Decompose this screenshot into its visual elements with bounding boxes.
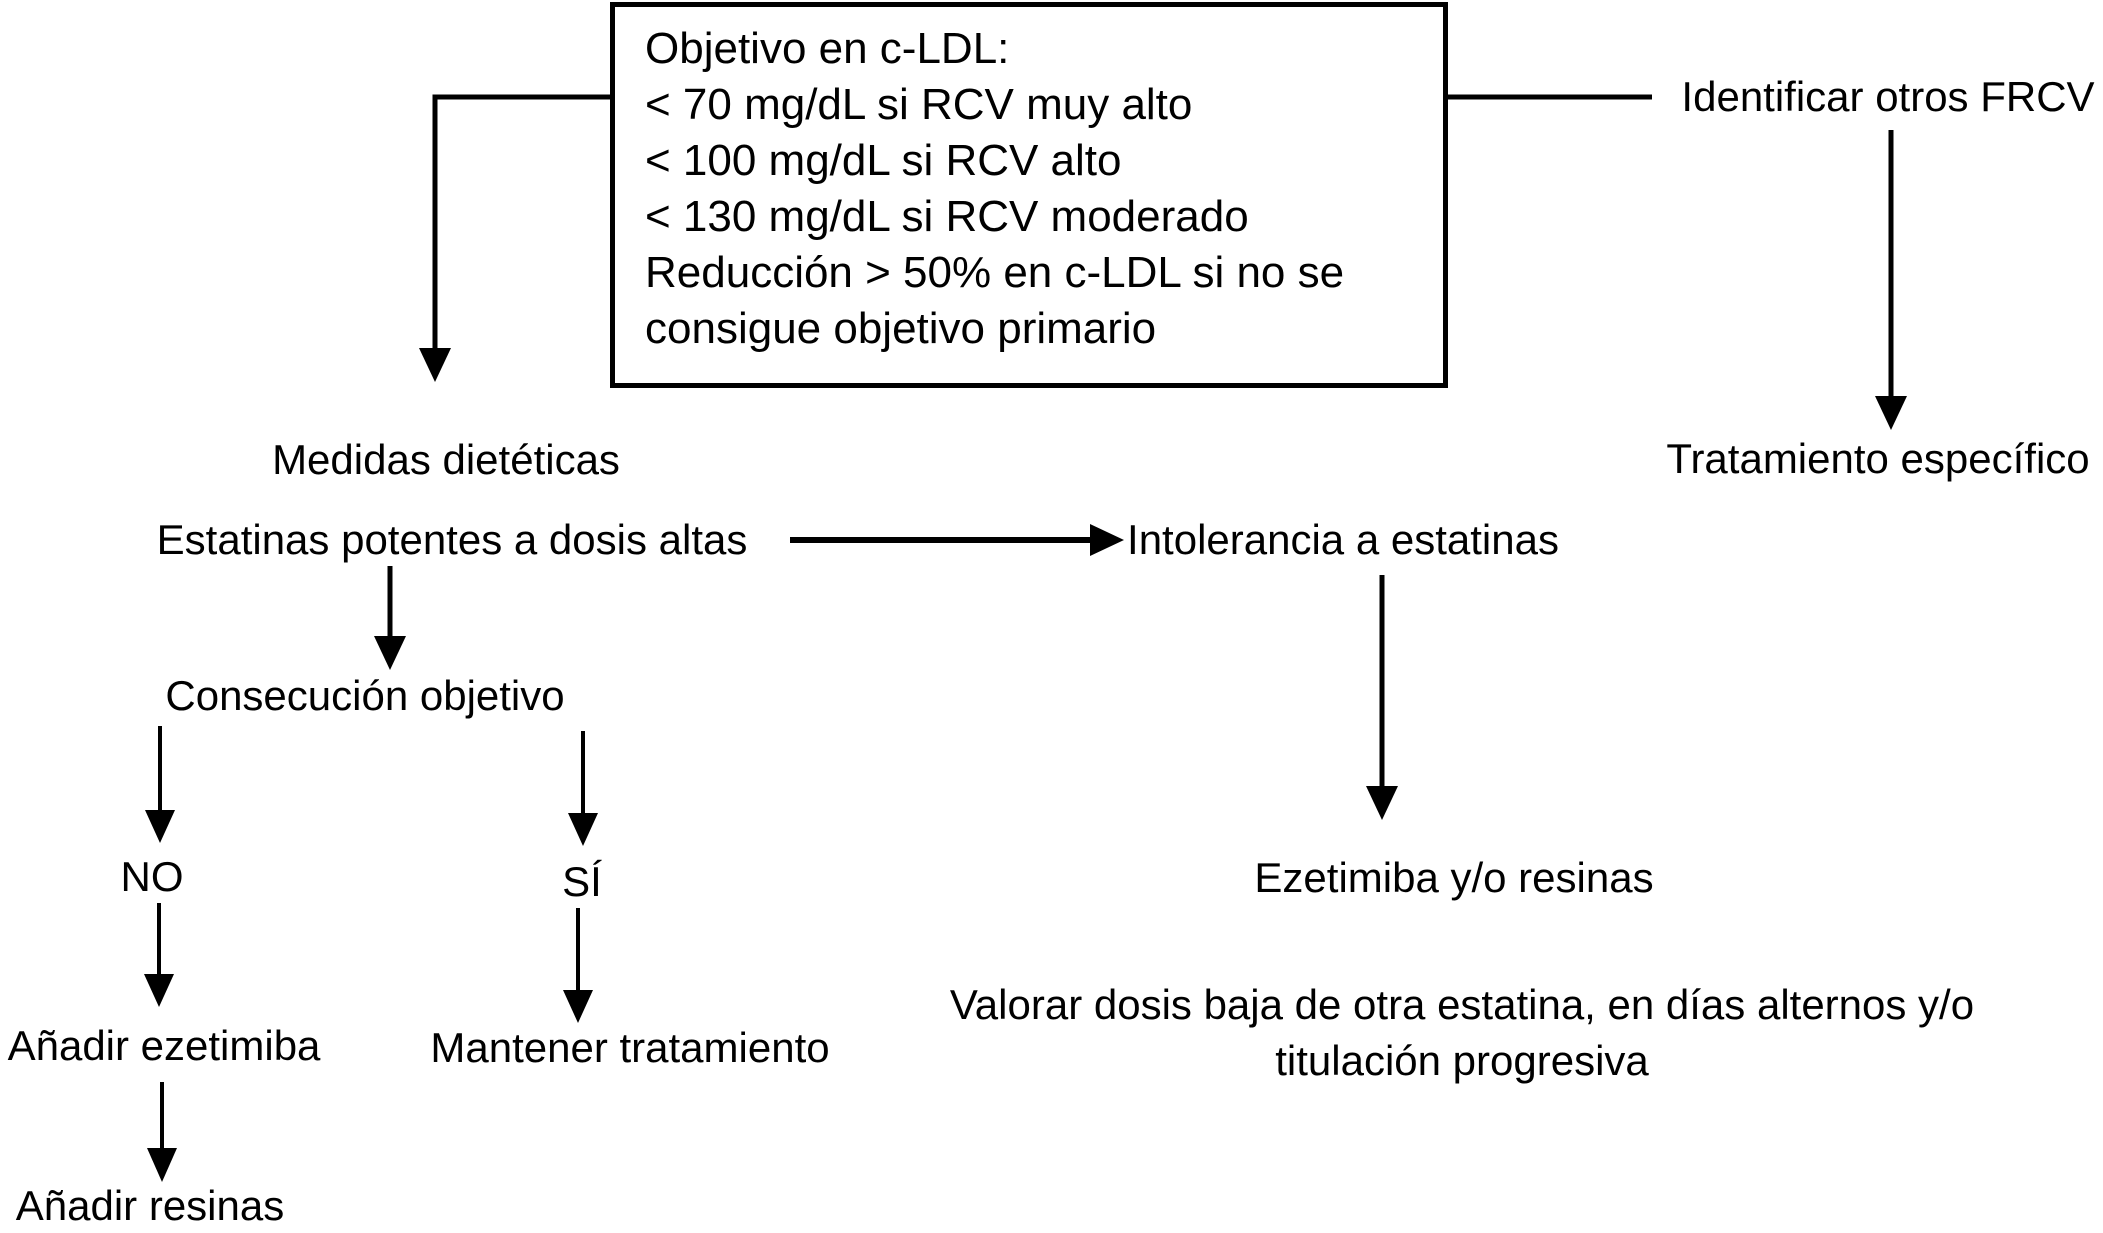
- goal-box-line-5: Reducción > 50% en c-LDL si no se: [645, 248, 1345, 297]
- node-no: NO: [120, 852, 184, 900]
- arrow-estatinas-to-consecucion: [374, 566, 406, 670]
- goal-box-line-6: consigue objetivo primario: [645, 304, 1157, 353]
- node-tratamiento-especifico: Tratamiento específico: [1666, 434, 2090, 482]
- node-valorar-dosis-line-2: titulación progresiva: [1275, 1037, 1649, 1084]
- node-si: SÍ: [562, 857, 602, 905]
- node-mantener-tratamiento: Mantener tratamiento: [430, 1023, 830, 1071]
- arrow-consecucion-to-no: [145, 726, 175, 843]
- arrow-identificar-to-tratamiento: [1875, 130, 1907, 430]
- arrow-no-to-anadir-ezetimiba: [144, 903, 174, 1007]
- arrow-box-to-medidas: [419, 94, 610, 382]
- arrow-anadir-ezetimiba-to-resinas: [147, 1082, 177, 1182]
- arrow-estatinas-to-intolerancia: [790, 524, 1124, 556]
- node-anadir-resinas: Añadir resinas: [15, 1181, 285, 1229]
- goal-box-line-1: Objetivo en c-LDL:: [645, 24, 1010, 73]
- node-valorar-dosis-line-1: Valorar dosis baja de otra estatina, en …: [949, 981, 1975, 1028]
- node-consecucion-objetivo: Consecución objetivo: [165, 671, 565, 719]
- node-ezetimiba-resinas: Ezetimiba y/o resinas: [1254, 853, 1654, 901]
- node-intolerancia-estatinas: Intolerancia a estatinas: [1127, 515, 1559, 563]
- node-anadir-ezetimiba: Añadir ezetimiba: [7, 1021, 321, 1069]
- node-identificar-otros-frcv: Identificar otros FRCV: [1681, 72, 2095, 120]
- goal-box: Objetivo en c-LDL: < 70 mg/dL si RCV muy…: [610, 2, 1448, 388]
- arrow-si-to-mantener: [563, 908, 593, 1023]
- arrow-consecucion-to-si: [568, 731, 598, 846]
- goal-box-line-2: < 70 mg/dL si RCV muy alto: [645, 80, 1193, 129]
- arrow-intolerancia-to-ezetimiba-resinas: [1366, 575, 1398, 820]
- node-valorar-dosis: Valorar dosis baja de otra estatina, en …: [950, 977, 1974, 1089]
- node-medidas-dieteticas: Medidas dietéticas: [272, 435, 620, 483]
- goal-box-line-3: < 100 mg/dL si RCV alto: [645, 136, 1122, 185]
- goal-box-line-4: < 130 mg/dL si RCV moderado: [645, 192, 1249, 241]
- node-estatinas-potentes: Estatinas potentes a dosis altas: [156, 515, 748, 563]
